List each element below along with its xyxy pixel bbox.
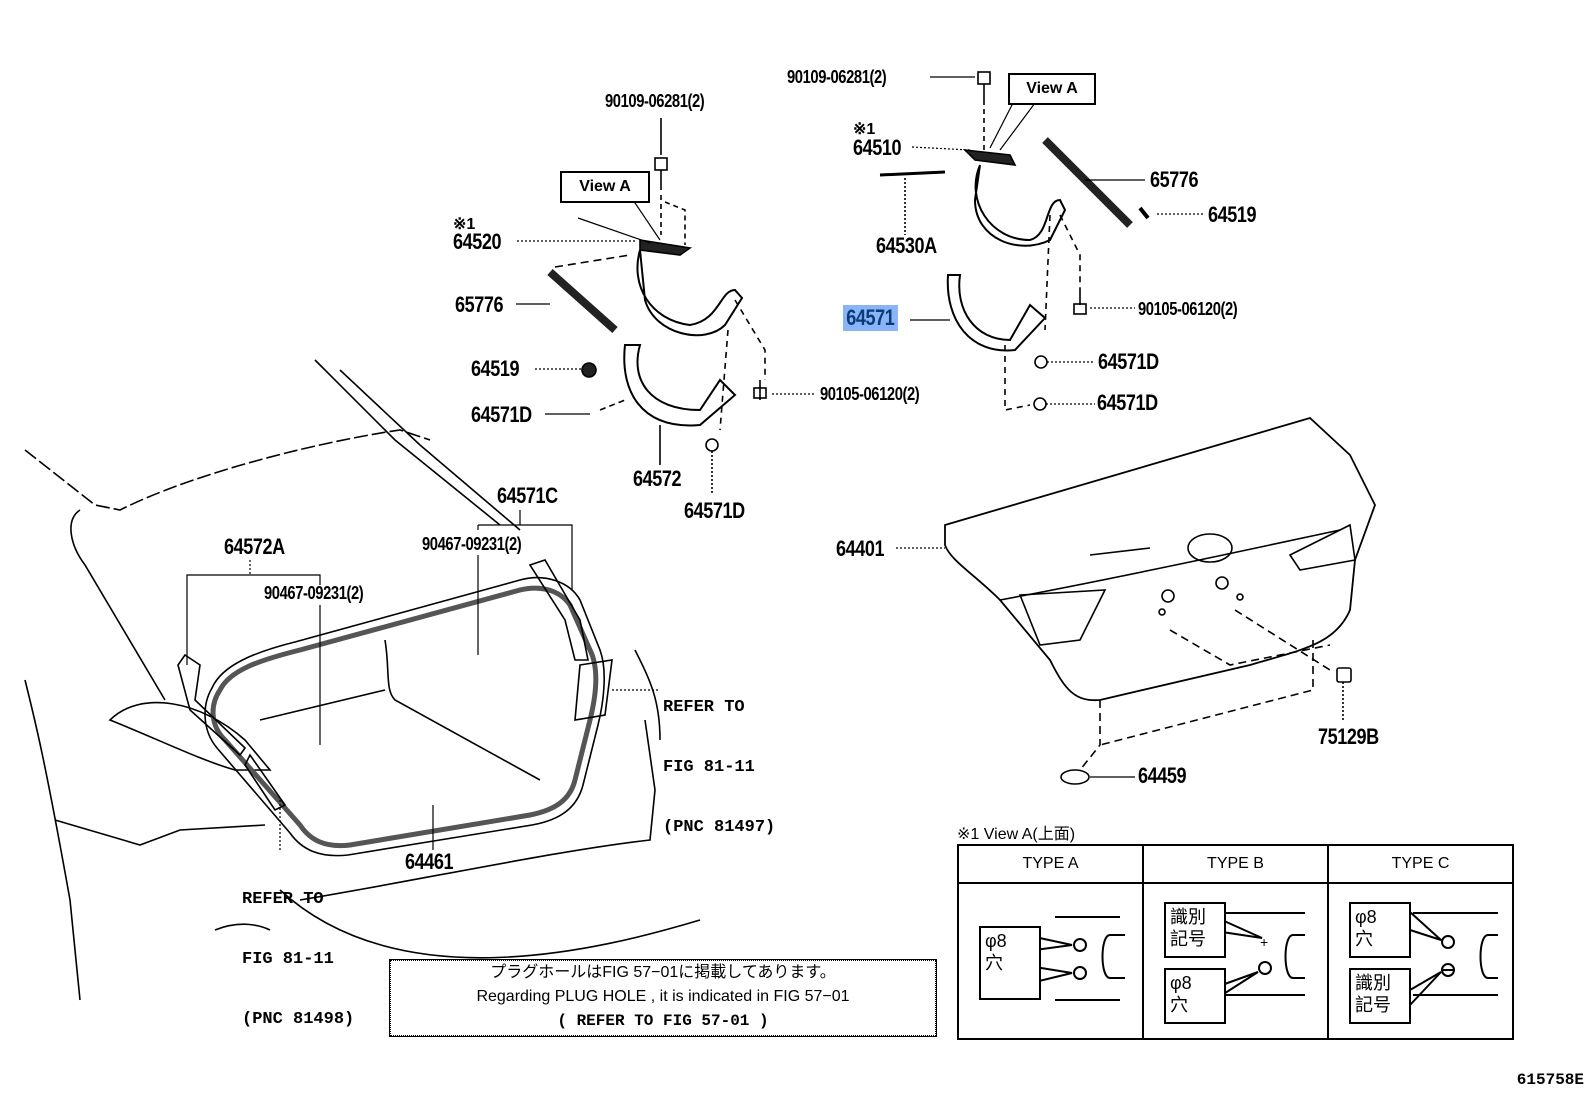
part-label-90467-09231-right[interactable]: 90467-09231(2) xyxy=(422,534,522,554)
type-c-header: TYPE C xyxy=(1329,846,1512,884)
type-c-hole-label: φ8 穴 xyxy=(1349,902,1411,958)
part-label-64401[interactable]: 64401 xyxy=(836,536,885,561)
part-label-90109-06281-right[interactable]: 90109-06281(2) xyxy=(787,67,887,87)
refer-right-line-1: REFER TO xyxy=(663,698,745,717)
plug-note-japanese: プラグホールはFIG 57−01に掲載してあります。 xyxy=(490,964,836,981)
part-label-65776-left[interactable]: 65776 xyxy=(455,292,504,317)
type-c-column: TYPE C φ8 穴 識別 記号 xyxy=(1329,846,1512,1038)
left-hinge-illustration xyxy=(547,118,767,495)
part-label-64510[interactable]: 64510 xyxy=(853,135,902,160)
car-body-illustration xyxy=(24,359,701,1001)
part-label-64571-selected[interactable]: 64571 xyxy=(843,305,898,331)
part-label-64461[interactable]: 64461 xyxy=(405,849,454,874)
illustration-code: 615758E xyxy=(1516,1071,1584,1089)
part-label-65776-right[interactable]: 65776 xyxy=(1150,167,1199,192)
right-hinge-illustration xyxy=(879,71,1150,411)
ref-mark-right: ※1 xyxy=(853,121,876,138)
view-a-table-title: ※1 View A(上面) xyxy=(957,826,1076,843)
part-label-64571d-left-bottom[interactable]: 64571D xyxy=(684,498,745,523)
type-b-mark-label: 識別 記号 xyxy=(1164,902,1226,958)
part-label-64571d-right-2[interactable]: 64571D xyxy=(1097,390,1158,415)
part-label-64459[interactable]: 64459 xyxy=(1138,763,1187,788)
refer-note-left[interactable]: REFER TO FIG 81-11 (PNC 81498) xyxy=(242,850,354,1050)
type-a-column: TYPE A φ8 穴 xyxy=(959,846,1144,1038)
type-a-header: TYPE A xyxy=(959,846,1142,884)
type-b-header: TYPE B xyxy=(1144,846,1327,884)
leader-lines xyxy=(186,76,1205,850)
plug-note-refer[interactable]: ( REFER TO FIG 57-01 ) xyxy=(557,1012,769,1030)
plug-note-english: Regarding PLUG HOLE , it is indicated in… xyxy=(476,988,850,1005)
type-b-column: TYPE B 識別 記号 φ8 穴 xyxy=(1144,846,1329,1038)
part-label-64519-right[interactable]: 64519 xyxy=(1208,202,1257,227)
part-label-90105-06120-left[interactable]: 90105-06120(2) xyxy=(820,384,920,404)
view-a-type-table: TYPE A φ8 穴 TYPE B 識別 記号 φ8 穴 TYPE C φ8 … xyxy=(957,844,1514,1040)
view-a-callout-right: View A xyxy=(1008,73,1096,105)
ref-mark-left: ※1 xyxy=(453,216,476,233)
type-a-hole-label: φ8 穴 xyxy=(979,926,1041,1000)
part-label-64572[interactable]: 64572 xyxy=(633,466,682,491)
part-label-64520[interactable]: 64520 xyxy=(453,229,502,254)
refer-right-line-2: FIG 81-11 xyxy=(663,758,755,777)
part-label-64571d-left[interactable]: 64571D xyxy=(471,402,532,427)
refer-right-line-3: (PNC 81497) xyxy=(663,818,776,837)
part-label-90467-09231-left[interactable]: 90467-09231(2) xyxy=(264,583,364,603)
part-label-75129b[interactable]: 75129B xyxy=(1318,724,1379,749)
type-c-mark-label: 識別 記号 xyxy=(1349,968,1411,1024)
plug-hole-note: プラグホールはFIG 57−01に掲載してあります。 Regarding PLU… xyxy=(389,959,937,1037)
refer-left-line-1: REFER TO xyxy=(242,890,324,909)
view-a-callout-left: View A xyxy=(560,171,650,203)
part-label-64572a[interactable]: 64572A xyxy=(224,534,285,559)
part-label-64530a[interactable]: 64530A xyxy=(876,233,937,258)
svg-text:+: + xyxy=(1260,934,1268,950)
refer-note-right[interactable]: REFER TO FIG 81-11 (PNC 81497) xyxy=(663,658,775,858)
luggage-door-illustration xyxy=(944,416,1376,785)
part-label-64519-left[interactable]: 64519 xyxy=(471,356,520,381)
part-label-64571d-right-1[interactable]: 64571D xyxy=(1098,349,1159,374)
part-label-90105-06120-right[interactable]: 90105-06120(2) xyxy=(1138,299,1238,319)
view-a-illustrations: + xyxy=(1034,911,1498,1006)
type-b-hole-label: φ8 穴 xyxy=(1164,968,1226,1024)
part-label-90109-06281-left[interactable]: 90109-06281(2) xyxy=(605,91,705,111)
part-label-64571c[interactable]: 64571C xyxy=(497,483,558,508)
weatherstrip-illustration xyxy=(177,559,613,857)
refer-left-line-3: (PNC 81498) xyxy=(242,1010,355,1029)
refer-left-line-2: FIG 81-11 xyxy=(242,950,334,969)
